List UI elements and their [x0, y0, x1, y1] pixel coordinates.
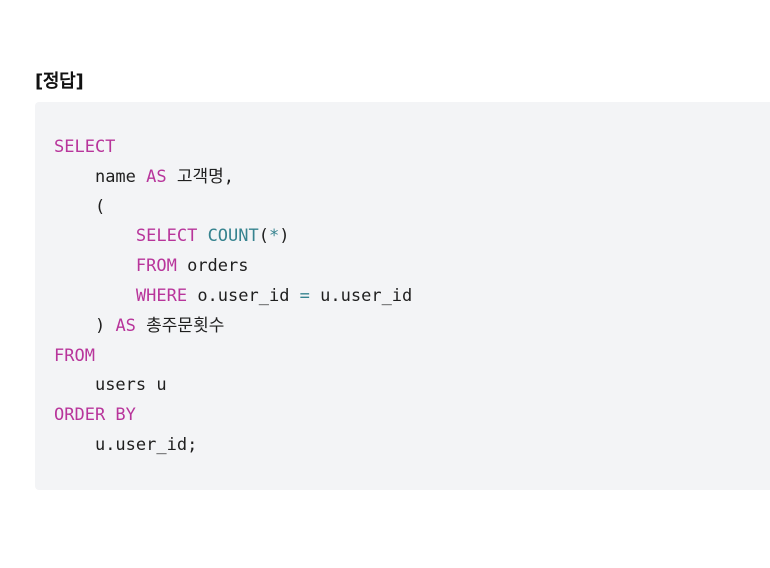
- code-token: users u: [94, 375, 167, 396]
- code-line: users u: [54, 371, 412, 401]
- code-line: ORDER BY: [54, 401, 412, 431]
- code-line: SELECT: [54, 133, 412, 163]
- code-line: name AS 고객명,: [54, 163, 412, 193]
- code-token: ): [94, 315, 116, 336]
- sql-keyword: FROM: [135, 256, 177, 277]
- code-line: (: [54, 193, 412, 223]
- code-token: 총주문횟수: [135, 315, 225, 336]
- sql-keyword: WHERE: [135, 285, 188, 306]
- code-line: FROM: [54, 342, 412, 372]
- code-token: name: [94, 166, 147, 187]
- sql-keyword: FROM: [54, 345, 95, 366]
- code-token: u.user_id;: [94, 434, 198, 455]
- code-token: (: [94, 196, 106, 217]
- code-line: ) AS 총주문횟수: [54, 312, 412, 342]
- code-token: orders: [176, 256, 249, 277]
- code-line: WHERE o.user_id = u.user_id: [54, 282, 412, 312]
- sql-keyword: SELECT: [54, 137, 116, 157]
- sql-function: COUNT: [207, 226, 259, 247]
- code-token: 고객명,: [166, 166, 235, 187]
- sql-keyword: AS: [146, 166, 167, 187]
- code-token: [197, 226, 207, 246]
- code-token: (: [258, 226, 269, 247]
- sql-code[interactable]: SELECT name AS 고객명, ( SELECT COUNT(*) FR…: [54, 133, 412, 461]
- sql-keyword: SELECT: [135, 226, 198, 247]
- answer-heading: [정답]: [35, 71, 84, 92]
- sql-keyword: AS: [115, 315, 136, 336]
- code-token: u.user_id: [309, 285, 413, 306]
- sql-operator: =: [299, 285, 310, 306]
- sql-operator: *: [269, 226, 280, 247]
- code-line: SELECT COUNT(*): [54, 222, 412, 252]
- code-token: o.user_id: [187, 285, 300, 306]
- sql-keyword: ORDER BY: [54, 405, 136, 426]
- code-token: ): [279, 226, 290, 247]
- code-block[interactable]: SELECT name AS 고객명, ( SELECT COUNT(*) FR…: [35, 102, 770, 490]
- code-line: FROM orders: [54, 252, 412, 282]
- code-line: u.user_id;: [54, 431, 412, 461]
